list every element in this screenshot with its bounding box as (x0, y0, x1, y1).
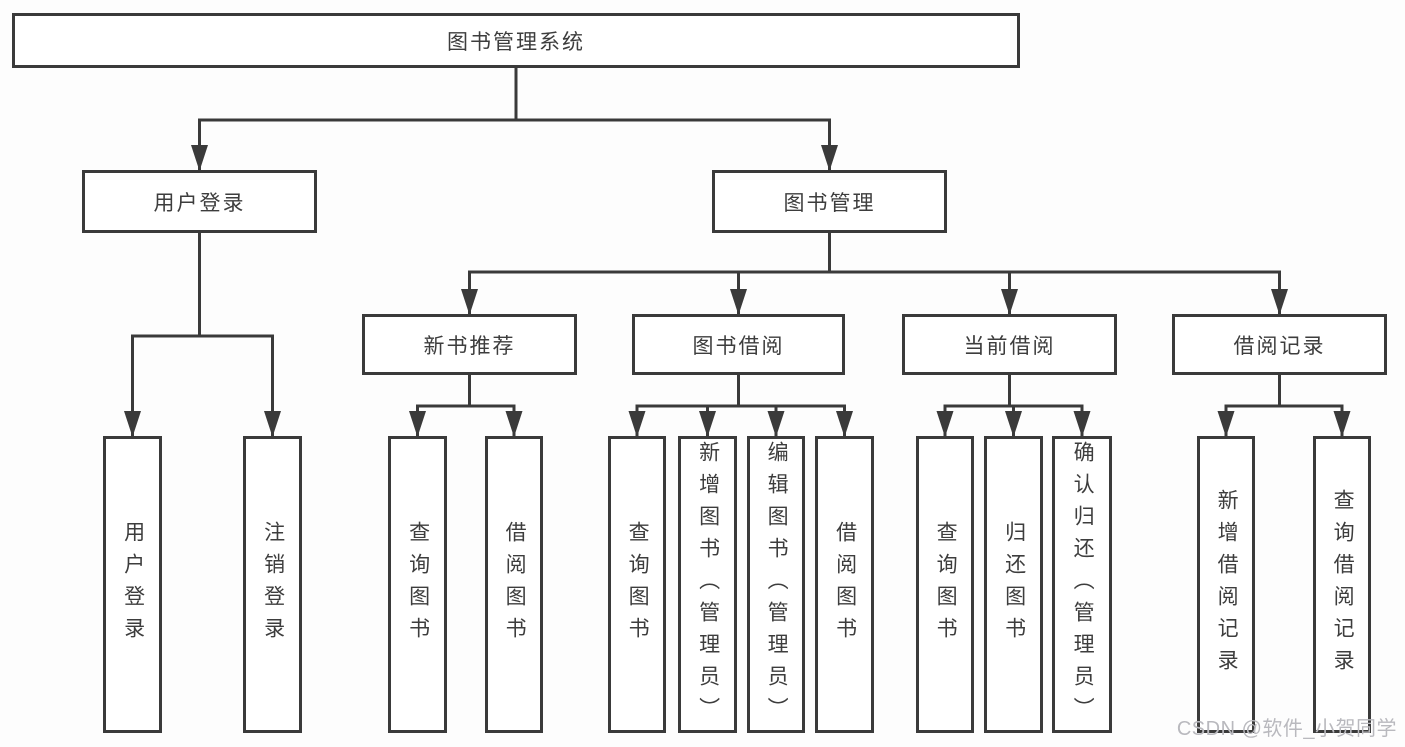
leaf-recommend-borrow-books: 借阅图书 (485, 436, 543, 733)
node-current-borrowing-label: 当前借阅 (963, 334, 1056, 358)
leaf-records-query-record-label: 查询借阅记录 (1331, 488, 1355, 681)
edges-book-management (461, 233, 1288, 315)
node-user-login: 用户登录 (82, 170, 317, 233)
edges-root (191, 68, 838, 171)
node-root-label: 图书管理系统 (447, 30, 585, 54)
node-new-book-recommend-label: 新书推荐 (423, 334, 516, 358)
leaf-records-query-record: 查询借阅记录 (1313, 436, 1371, 733)
csdn-watermark: CSDN @软件_小贺同学 (1176, 718, 1397, 740)
node-new-book-recommend: 新书推荐 (362, 314, 577, 375)
leaf-borrowing-query-books-label: 查询图书 (626, 520, 650, 649)
leaf-borrowing-edit-books-admin: 编辑图书（管理员） (747, 436, 805, 733)
edges-book-borrowing (628, 375, 853, 437)
node-user-login-label: 用户登录 (153, 191, 246, 215)
edges-borrowing-records (1217, 375, 1351, 437)
leaf-user-login-label: 用户登录 (121, 520, 145, 649)
leaf-user-login: 用户登录 (103, 436, 162, 733)
leaf-current-confirm-return-admin-label: 确认归还（管理员） (1071, 440, 1095, 729)
leaf-borrowing-add-books-admin-label: 新增图书（管理员） (696, 440, 720, 729)
leaf-borrowing-add-books-admin: 新增图书（管理员） (678, 436, 737, 733)
edges-current-borrowing (936, 375, 1091, 437)
leaf-current-return-books: 归还图书 (984, 436, 1043, 733)
node-borrowing-records: 借阅记录 (1172, 314, 1387, 375)
leaf-recommend-borrow-books-label: 借阅图书 (503, 520, 527, 649)
leaf-current-query-books: 查询图书 (916, 436, 974, 733)
leaf-borrowing-borrow-books: 借阅图书 (815, 436, 874, 733)
leaf-current-query-books-label: 查询图书 (934, 520, 958, 649)
leaf-recommend-query-books-label: 查询图书 (406, 520, 430, 649)
edges-new-book-recommend (409, 375, 523, 437)
node-root: 图书管理系统 (12, 13, 1020, 68)
node-book-management-label: 图书管理 (783, 191, 876, 215)
node-current-borrowing: 当前借阅 (902, 314, 1117, 375)
leaf-current-return-books-label: 归还图书 (1002, 520, 1026, 649)
edges-user-login (124, 233, 281, 437)
leaf-borrowing-borrow-books-label: 借阅图书 (833, 520, 857, 649)
node-borrowing-records-label: 借阅记录 (1233, 334, 1326, 358)
node-book-management: 图书管理 (712, 170, 947, 233)
leaf-records-add-record-label: 新增借阅记录 (1215, 488, 1239, 681)
leaf-recommend-query-books: 查询图书 (388, 436, 447, 733)
leaf-borrowing-query-books: 查询图书 (608, 436, 666, 733)
leaf-borrowing-edit-books-admin-label: 编辑图书（管理员） (765, 440, 789, 729)
leaf-records-add-record: 新增借阅记录 (1197, 436, 1255, 733)
leaf-current-confirm-return-admin: 确认归还（管理员） (1052, 436, 1112, 733)
leaf-logout: 注销登录 (243, 436, 302, 733)
node-book-borrowing: 图书借阅 (632, 314, 845, 375)
leaf-logout-label: 注销登录 (261, 520, 285, 649)
node-book-borrowing-label: 图书借阅 (692, 334, 785, 358)
